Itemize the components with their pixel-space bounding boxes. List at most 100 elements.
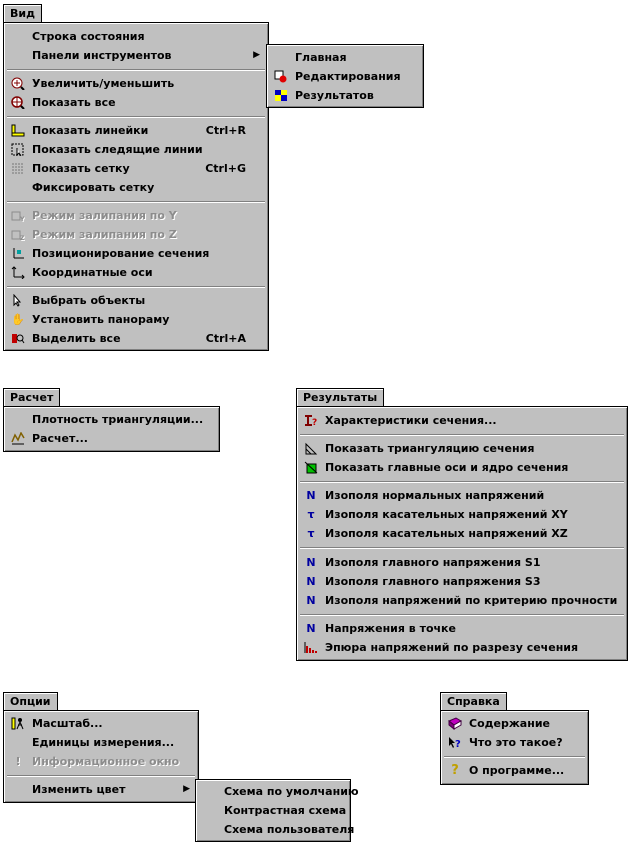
menu-item-principal-s3[interactable]: N Изополя главного напряжения S3	[297, 572, 627, 591]
submenu-item-main[interactable]: Главная	[267, 48, 423, 67]
menu-item-show-grid[interactable]: Показать сетку Ctrl+G	[4, 159, 268, 178]
menu-item-label: Показать линейки	[32, 124, 149, 137]
zoom-all-icon	[11, 96, 25, 110]
submenu-item-results[interactable]: Результатов	[267, 86, 423, 105]
results-toolbar-icon	[274, 89, 288, 102]
menu-item-main-axes[interactable]: Показать главные оси и ядро сечения	[297, 458, 627, 477]
menu-item-label: О программе...	[469, 764, 565, 777]
menu-item-point-stress[interactable]: N Напряжения в точке	[297, 619, 627, 638]
separator	[7, 69, 265, 71]
menu-title-raschet[interactable]: Расчет	[3, 388, 61, 407]
menu-item-select-all[interactable]: Выделить все Ctrl+A	[4, 329, 268, 348]
svg-text:Y: Y	[19, 216, 25, 222]
menu-item-section-properties[interactable]: ? Характеристики сечения...	[297, 411, 627, 430]
menu-item-stress-diagram[interactable]: Эпюра напряжений по разрезу сечения	[297, 638, 627, 657]
menu-item-zoom-all[interactable]: Показать все	[4, 93, 268, 112]
menu-item-label: Изополя касательных напряжений XY	[325, 508, 568, 521]
menu-item-snap-grid[interactable]: Фиксировать сетку	[4, 178, 268, 197]
svg-text:?: ?	[455, 739, 461, 749]
menu-item-tracking-lines[interactable]: Показать следящие линии	[4, 140, 268, 159]
submenu-item-contrast-scheme[interactable]: Контрастная схема	[196, 801, 350, 820]
svg-text:Z: Z	[20, 235, 25, 241]
menu-item-label: Строка состояния	[32, 30, 145, 43]
snap-y-icon: Y	[11, 209, 25, 223]
color-scheme-submenu: Схема по умолчанию Контрастная схема Схе…	[195, 779, 359, 842]
axes-icon	[11, 266, 25, 280]
submenu-item-default-scheme[interactable]: Схема по умолчанию	[196, 782, 359, 801]
toolbars-submenu: Главная Редактирования Результатов	[266, 44, 424, 108]
menu-item-toolbars[interactable]: Панели инструментов ▶	[4, 46, 268, 65]
menu-item-whats-this[interactable]: ? Что это такое?	[441, 733, 588, 752]
menu-item-show-rulers[interactable]: Показать линейки Ctrl+R	[4, 121, 268, 140]
submenu-item-user-scheme[interactable]: Схема пользователя	[196, 820, 354, 839]
menu-item-label: Позиционирование сечения	[32, 247, 210, 260]
separator	[7, 201, 265, 203]
menu-title-options[interactable]: Опции	[3, 692, 58, 711]
menu-item-label: Изополя главного напряжения S1	[325, 556, 541, 569]
menu-title-results[interactable]: Результаты	[296, 388, 385, 407]
menu-item-label: Редактирования	[295, 70, 401, 83]
menu-title-vid[interactable]: Вид	[3, 4, 42, 23]
book-icon	[448, 717, 462, 731]
info-window-icon: !	[15, 755, 21, 768]
menu-item-calculate[interactable]: Расчет...	[4, 429, 219, 448]
submenu-item-edit[interactable]: Редактирования	[267, 67, 423, 86]
menu-item-zoom[interactable]: Увеличить/уменьшить	[4, 74, 268, 93]
menu-item-pan[interactable]: ✋ Установить панораму	[4, 310, 268, 329]
calc-icon	[11, 431, 25, 445]
menu-item-section-position[interactable]: Позиционирование сечения	[4, 244, 268, 263]
menu-item-label: Что это такое?	[469, 736, 563, 749]
menu-item-snap-y: Y Режим залипания по Y	[4, 206, 268, 225]
menu-item-label: Режим залипания по Y	[32, 209, 177, 222]
menu-item-normal-stress[interactable]: N Изополя нормальных напряжений	[297, 486, 627, 505]
menu-item-units[interactable]: Единицы измерения...	[4, 733, 198, 752]
whats-this-icon: ?	[448, 736, 462, 750]
separator	[300, 614, 624, 616]
tracking-lines-icon	[11, 143, 25, 157]
menu-item-change-color[interactable]: Изменить цвет ▶	[4, 780, 198, 799]
menu-item-label: Показать триангуляцию сечения	[325, 442, 535, 455]
menu-item-label: Режим залипания по Z	[32, 228, 177, 241]
principal-s3-icon: N	[306, 575, 316, 588]
edit-toolbar-icon	[274, 70, 288, 83]
menu-item-label: Единицы измерения...	[32, 736, 175, 749]
menu-item-principal-s1[interactable]: N Изополя главного напряжения S1	[297, 553, 627, 572]
menu-item-label: Главная	[295, 51, 347, 64]
main-axes-icon	[304, 461, 318, 474]
menu-item-shear-xy[interactable]: τ Изополя касательных напряжений XY	[297, 505, 627, 524]
menu-item-status-bar[interactable]: Строка состояния	[4, 27, 268, 46]
svg-text:?: ?	[312, 418, 317, 427]
menu-item-contents[interactable]: Содержание	[441, 714, 588, 733]
menu-item-label: Изополя нормальных напряжений	[325, 489, 545, 502]
strength-criterion-icon: N	[306, 594, 316, 607]
menu-item-info-window: ! Информационное окно	[4, 752, 198, 771]
shortcut-label: Ctrl+G	[205, 162, 246, 175]
menu-item-label: Панели инструментов	[32, 49, 172, 62]
menu-item-label: Выбрать объекты	[32, 294, 146, 307]
separator	[444, 756, 585, 758]
scale-icon	[11, 717, 25, 730]
menu-item-select-objects[interactable]: Выбрать объекты	[4, 291, 268, 310]
menu-item-strength-criterion[interactable]: N Изополя напряжений по критерию прочнос…	[297, 591, 627, 610]
menu-item-label: Изополя напряжений по критерию прочности	[325, 594, 618, 607]
menu-item-show-triangulation[interactable]: Показать триангуляцию сечения	[297, 439, 627, 458]
hand-icon: ✋	[11, 313, 25, 326]
menu-item-label: Изменить цвет	[32, 783, 126, 796]
menu-item-triangulation-density[interactable]: Плотность триангуляции...	[4, 410, 219, 429]
separator	[7, 116, 265, 118]
menu-item-label: Контрастная схема	[224, 804, 347, 817]
menu-item-label: Координатные оси	[32, 266, 153, 279]
principal-s1-icon: N	[306, 556, 316, 569]
menu-item-coordinate-axes[interactable]: Координатные оси	[4, 263, 268, 282]
shortcut-label: Ctrl+A	[205, 332, 246, 345]
menu-item-label: Установить панораму	[32, 313, 170, 326]
menu-item-scale[interactable]: Масштаб...	[4, 714, 198, 733]
ruler-icon	[11, 124, 25, 137]
menu-item-label: Расчет...	[32, 432, 88, 445]
normal-stress-icon: N	[306, 489, 316, 502]
vid-menu: Строка состояния Панели инструментов ▶ У…	[3, 22, 269, 351]
menu-item-shear-xz[interactable]: τ Изополя касательных напряжений XZ	[297, 524, 627, 543]
menu-item-about[interactable]: ? О программе...	[441, 761, 588, 780]
menu-title-help[interactable]: Справка	[440, 692, 507, 711]
triangulation-icon	[304, 442, 318, 455]
